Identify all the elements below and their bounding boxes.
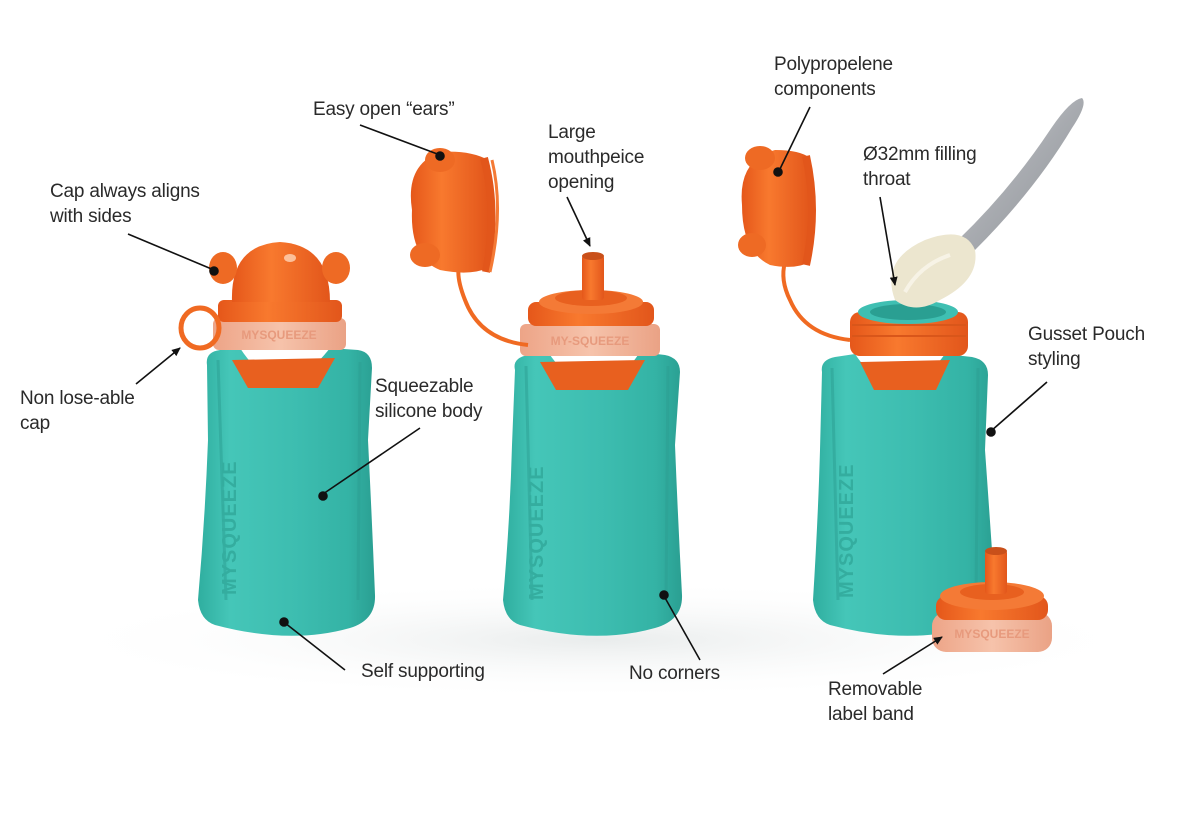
callout-line: with sides [50, 206, 132, 227]
callout-line: No corners [629, 663, 720, 684]
callout-line: Large [548, 122, 596, 143]
callout-line: components [774, 79, 876, 100]
callout-line: Squeezable [375, 376, 474, 397]
callout-line: Easy open “ears” [313, 99, 455, 120]
callout-squeezable-body: Squeezable silicone body [375, 374, 482, 424]
callout-non-loseable-cap: Non lose-able cap [20, 386, 135, 436]
callout-line: Self supporting [361, 661, 485, 682]
callout-line: throat [863, 169, 911, 190]
callout-lines [127, 106, 1048, 675]
callout-polypropylene: Polypropelene components [774, 52, 893, 102]
callout-line: Removable [828, 679, 923, 700]
callout-filling-throat: Ø32mm filling throat [863, 142, 977, 192]
callout-label-band: Removable label band [828, 677, 923, 727]
callout-line: silicone body [375, 401, 483, 422]
bottle-closed: MYSQUEEZE MYSQUEEZE [178, 242, 376, 636]
callout-line: label band [828, 704, 914, 725]
callout-cap-aligns: Cap always aligns with sides [50, 179, 200, 229]
floating-cap-polypropylene [738, 146, 816, 267]
svg-text:MYSQUEEZE: MYSQUEEZE [241, 328, 316, 342]
svg-text:MY-SQUEEZE: MY-SQUEEZE [551, 334, 630, 348]
svg-text:MYSQUEEZE: MYSQUEEZE [954, 627, 1029, 641]
callout-line: cap [20, 413, 51, 434]
callout-large-mouthpiece: Large mouthpeice opening [548, 120, 644, 195]
callout-no-corners: No corners [629, 661, 720, 686]
callout-line: Polypropelene [774, 54, 893, 75]
bottle-filling: MYSQUEEZE [781, 261, 996, 636]
callout-line: styling [1028, 349, 1081, 370]
bottle-open-spout: MYSQUEEZE MY-SQUEEZE [456, 252, 683, 636]
callout-line: mouthpeice [548, 147, 645, 168]
floating-cap-ears [410, 148, 500, 273]
callout-self-supporting: Self supporting [361, 659, 485, 684]
callout-line: Ø32mm filling [863, 144, 977, 165]
callout-line: opening [548, 172, 615, 193]
svg-text:MYSQUEEZE: MYSQUEEZE [219, 460, 241, 595]
callout-line: Cap always aligns [50, 181, 200, 202]
svg-text:MYSQUEEZE: MYSQUEEZE [836, 463, 858, 598]
callout-line: Non lose-able [20, 388, 135, 409]
svg-text:MYSQUEEZE: MYSQUEEZE [526, 465, 548, 600]
loose-spout-cap: MYSQUEEZE [932, 547, 1052, 652]
callout-line: Gusset Pouch [1028, 324, 1145, 345]
callout-easy-open-ears: Easy open “ears” [313, 97, 455, 122]
callout-gusset-pouch: Gusset Pouch styling [1028, 322, 1145, 372]
spoon [891, 98, 1084, 308]
